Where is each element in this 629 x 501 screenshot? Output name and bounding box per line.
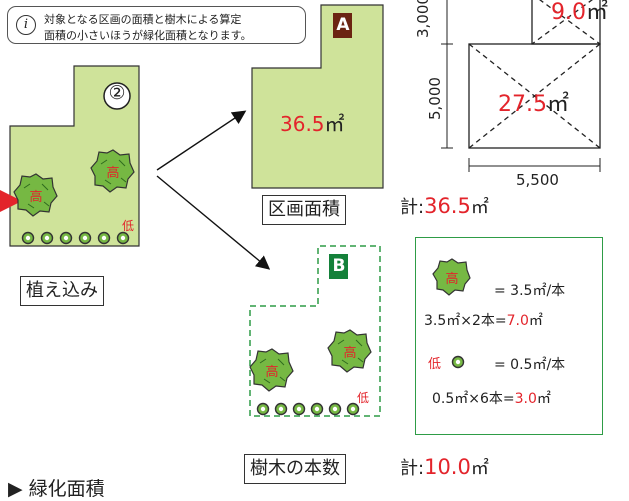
footer-heading: ▶ 緑化面積 [8, 478, 105, 500]
legend-tree-high-label: 高 [445, 272, 459, 287]
tree-high-label: 高 [29, 190, 43, 205]
plan-a-shape [251, 4, 384, 189]
info-icon: i [16, 15, 36, 35]
planting-label: 植え込み [20, 276, 104, 306]
legend-low-rate: = 0.5㎡/本 [494, 357, 566, 373]
legend-box [415, 237, 603, 435]
tree-high-label: 高 [106, 166, 120, 181]
section-trees-total: 計:10.0㎡ [400, 455, 489, 479]
tree-low-label: 低 [122, 219, 135, 233]
dimension-drawing [468, 0, 601, 149]
tree-high-left-2 [13, 173, 58, 217]
tree-high-left-1 [90, 149, 135, 193]
arrow-to-a [156, 110, 247, 171]
diagram-canvas [0, 0, 601, 417]
shrub-row-b [256, 402, 360, 416]
dim-lower-area: 27.5㎡ [498, 92, 569, 117]
dim-left-height: 5,000 [426, 77, 444, 120]
legend-low-calc: 0.5㎡×6本=3.0㎡ [432, 391, 551, 407]
tree-high-b-1 [249, 348, 294, 392]
plan-b-badge-bg [329, 254, 348, 279]
legend-tree-high-icon [432, 258, 471, 296]
dimension-lines [441, 0, 601, 172]
tree-high-b-2 [327, 329, 372, 373]
plot-number-circle [103, 82, 131, 110]
section-area-label: 区画面積 [262, 195, 346, 225]
tree-low-label: 低 [357, 391, 370, 405]
legend-tree-low-label: 低 [428, 357, 442, 372]
tree-high-label: 高 [343, 346, 357, 361]
info-note: i 対象となる区画の面積と樹木による算定 面積の小さいほうが緑化面積となります。 [7, 6, 306, 44]
plan-b-outline [249, 245, 381, 417]
section-area-total: 計:36.5㎡ [400, 194, 489, 218]
dim-bottom-width: 5,500 [516, 171, 559, 189]
plan-a-badge: A [336, 15, 350, 35]
section-trees-label: 樹木の本数 [244, 454, 346, 484]
note-line-1: 対象となる区画の面積と樹木による算定 [44, 13, 242, 26]
plot-number: ② [108, 82, 126, 104]
plan-a-area: 36.5㎡ [280, 112, 345, 136]
shrub-row-left [21, 231, 130, 245]
legend-high-calc: 3.5㎡×2本=7.0㎡ [424, 313, 543, 329]
plan-a-badge-bg [333, 13, 352, 38]
legend-high-rate: = 3.5㎡/本 [494, 283, 566, 299]
note-line-2: 面積の小さいほうが緑化面積となります。 [44, 29, 252, 42]
plan-b-badge: B [332, 256, 346, 276]
arrow-to-b [156, 175, 271, 270]
tree-high-label: 高 [265, 365, 279, 380]
dim-upper-area: 9.0㎡ [551, 0, 609, 25]
